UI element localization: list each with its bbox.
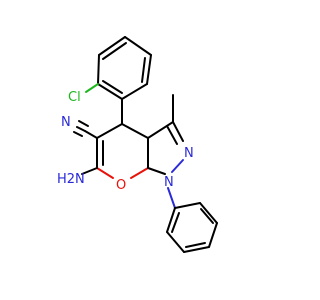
- molecule-structure: Cl N H2N O N N: [57, 36, 218, 253]
- pyrazole-n1-label: N: [164, 175, 174, 190]
- bond: [199, 202, 218, 224]
- chlorine-label: Cl: [68, 90, 81, 105]
- bond: [73, 131, 83, 137]
- bond: [208, 222, 218, 248]
- bond: [174, 202, 201, 209]
- bond: [96, 167, 114, 179]
- bond: [96, 123, 123, 139]
- bond: [85, 83, 99, 93]
- bond: [183, 246, 210, 253]
- bond: [98, 36, 126, 56]
- bond: [130, 167, 149, 179]
- bond: [166, 231, 185, 253]
- bond: [172, 121, 184, 142]
- ring-oxygen-label: O: [116, 178, 126, 193]
- bond: [166, 125, 178, 145]
- bond: [166, 207, 176, 233]
- bond: [147, 167, 166, 175]
- bond: [171, 159, 184, 173]
- bond: [124, 36, 152, 56]
- bond: [121, 123, 149, 139]
- bond: [84, 130, 98, 139]
- bond: [78, 120, 89, 127]
- pyrazole-n2-label: N: [184, 146, 194, 161]
- bond: [185, 242, 206, 248]
- bond: [97, 54, 100, 85]
- bond: [102, 42, 127, 60]
- bond: [167, 187, 176, 209]
- bond: [146, 54, 152, 85]
- bond: [102, 80, 123, 94]
- bond: [97, 83, 123, 100]
- bond: [200, 208, 214, 224]
- bond: [147, 121, 174, 139]
- bonds: [73, 36, 218, 253]
- nitrile-nitrogen-label: N: [61, 115, 71, 130]
- bond: [76, 126, 86, 132]
- bond: [121, 83, 148, 100]
- atom-labels: Cl N H2N O N N: [57, 90, 194, 193]
- bond: [171, 212, 180, 233]
- amine-label: H2N: [57, 172, 85, 187]
- bond: [141, 57, 146, 83]
- bond: [81, 167, 98, 175]
